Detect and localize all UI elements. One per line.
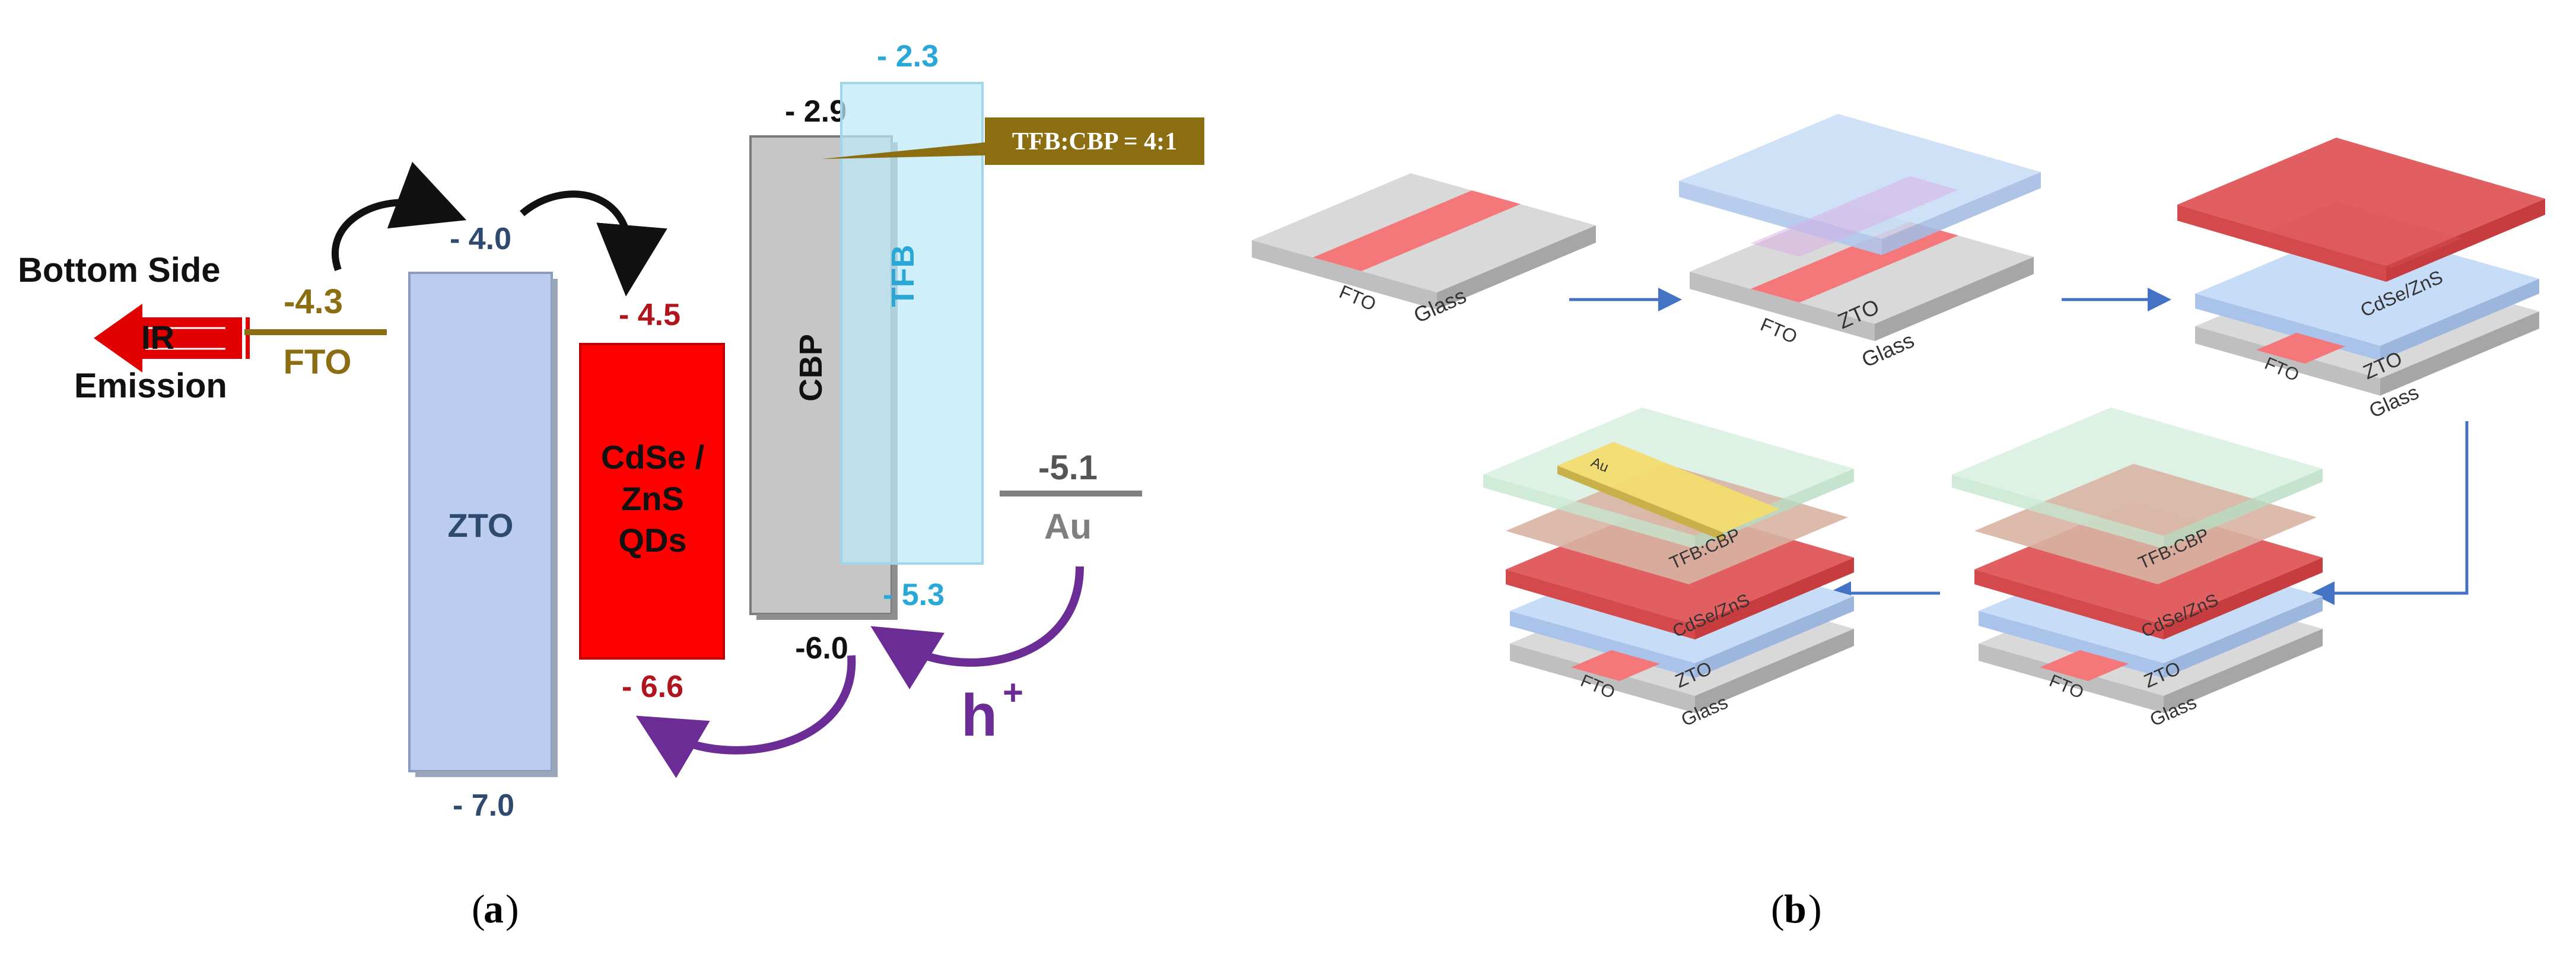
au-electrode-strip <box>1557 442 1780 533</box>
zto-bar <box>408 272 553 772</box>
tfb-top-value: - 2.3 <box>877 39 939 74</box>
zto-label: ZTO <box>448 507 514 544</box>
bottom-side-label: Bottom Side <box>18 251 221 289</box>
ratio-callout-box <box>985 117 1204 165</box>
ratio-callout-pointer <box>822 142 985 159</box>
tfb-bar <box>840 82 984 565</box>
au-value: -5.1 <box>1038 448 1098 487</box>
electron-arrow-2 <box>520 190 667 297</box>
ir-emission-arrow <box>94 304 250 373</box>
tfb-label: TFB <box>885 245 921 307</box>
step1-stack: FTO Glass <box>1252 173 1596 327</box>
fabrication-steps: FTO Glass FTO ZTO Glass <box>1252 114 2545 931</box>
caption-a-close: ) <box>505 886 519 931</box>
step3-stack: FTO CdSe/ZnS ZTO Glass <box>2177 138 2545 422</box>
step2-stack: FTO ZTO Glass <box>1679 114 2041 372</box>
qd-label-line2: ZnS <box>621 480 684 517</box>
fto-label: FTO <box>284 343 352 381</box>
step4-stack: FTO TFB:CBP CdSe/ZnS ZTO Glass <box>1952 408 2323 730</box>
qd-bottom-value: - 6.6 <box>622 670 683 704</box>
hole-sup: + <box>1003 673 1023 712</box>
tfb-bottom-value: - 5.3 <box>883 578 944 612</box>
caption-b-letter: b <box>1784 886 1807 931</box>
fto-value: -4.3 <box>284 282 343 321</box>
zto-top-value: - 4.0 <box>450 222 511 256</box>
caption-a-letter: a <box>484 886 504 931</box>
hole-arrow-2 <box>635 655 856 778</box>
step2-fto-label: FTO <box>1757 313 1800 348</box>
caption-b-open: ( <box>1771 886 1785 931</box>
hole-arrow-1 <box>870 566 1084 690</box>
ratio-callout-text: TFB:CBP = 4:1 <box>1012 128 1177 155</box>
qd-label-line3: QDs <box>618 521 686 559</box>
step-arrow-3 <box>2311 421 2469 605</box>
qd-top-value: - 4.5 <box>619 298 680 332</box>
ir-label: IR <box>141 319 174 356</box>
qd-bar <box>579 343 725 660</box>
hole-label: h <box>961 682 997 749</box>
zto-bottom-value: - 7.0 <box>453 788 514 823</box>
cbp-label: CBP <box>793 334 829 402</box>
step5-stack: Au FTO TFB:CBP CdSe/ZnS ZTO Glass <box>1483 408 1854 730</box>
caption-a-open: ( <box>472 886 485 931</box>
au-label: Au <box>1044 507 1092 546</box>
cbp-top-value: - 2.9 <box>785 94 847 129</box>
cbp-bottom-value: -6.0 <box>795 631 848 666</box>
emission-label: Emission <box>74 367 227 405</box>
electron-arrow-1 <box>331 161 467 271</box>
caption-b-close: ) <box>1808 886 1822 931</box>
qd-label-line1: CdSe / <box>601 438 705 476</box>
energy-diagram: Bottom Side IR Emission -4.3 FTO ZTO - 4… <box>18 39 1204 931</box>
